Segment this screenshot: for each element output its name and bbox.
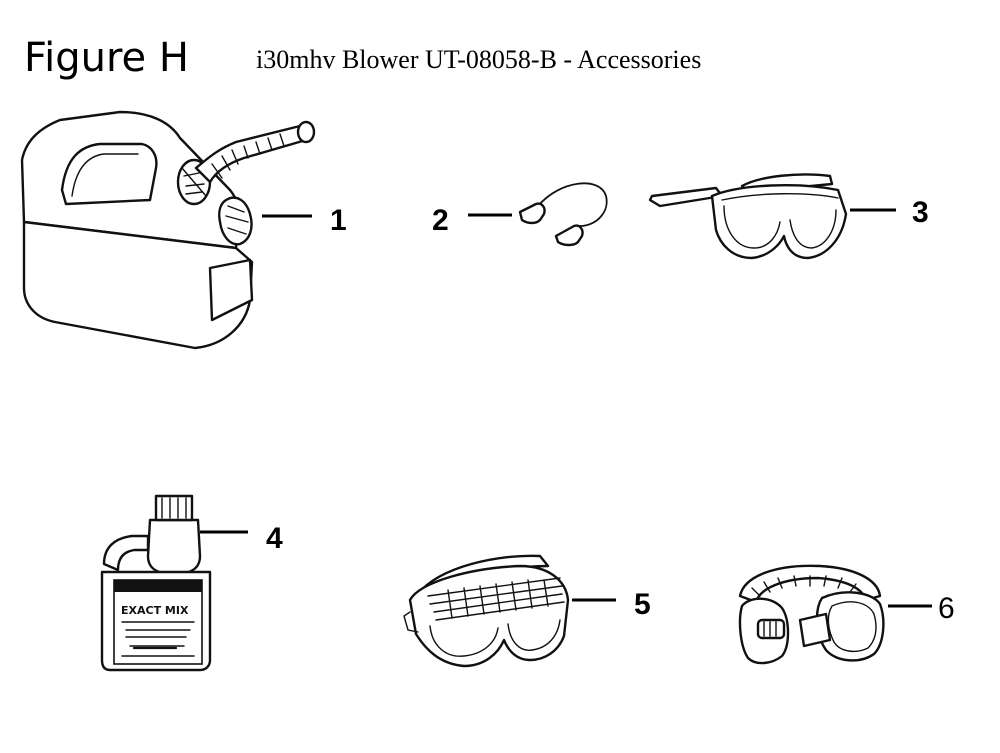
oil-bottle-illustration: EXACT MIX bbox=[100, 494, 212, 672]
callout-1: 1 bbox=[330, 204, 347, 237]
safety-glasses-illustration bbox=[648, 173, 848, 260]
ear-muffs-illustration bbox=[738, 564, 885, 665]
figure-title: i30mhv Blower UT-08058-B - Accessories bbox=[256, 45, 702, 74]
callout-4: 4 bbox=[266, 522, 283, 555]
callout-6: 6 bbox=[938, 592, 955, 625]
fuel-can-illustration bbox=[20, 110, 316, 350]
callout-3: 3 bbox=[912, 196, 929, 229]
safety-goggles-illustration bbox=[403, 554, 570, 668]
figure-label: Figure H bbox=[24, 35, 189, 81]
callout-5: 5 bbox=[634, 588, 651, 621]
callout-2: 2 bbox=[432, 204, 449, 237]
ear-plugs-illustration bbox=[518, 182, 608, 247]
bottle-label-name: EXACT MIX bbox=[121, 604, 189, 617]
